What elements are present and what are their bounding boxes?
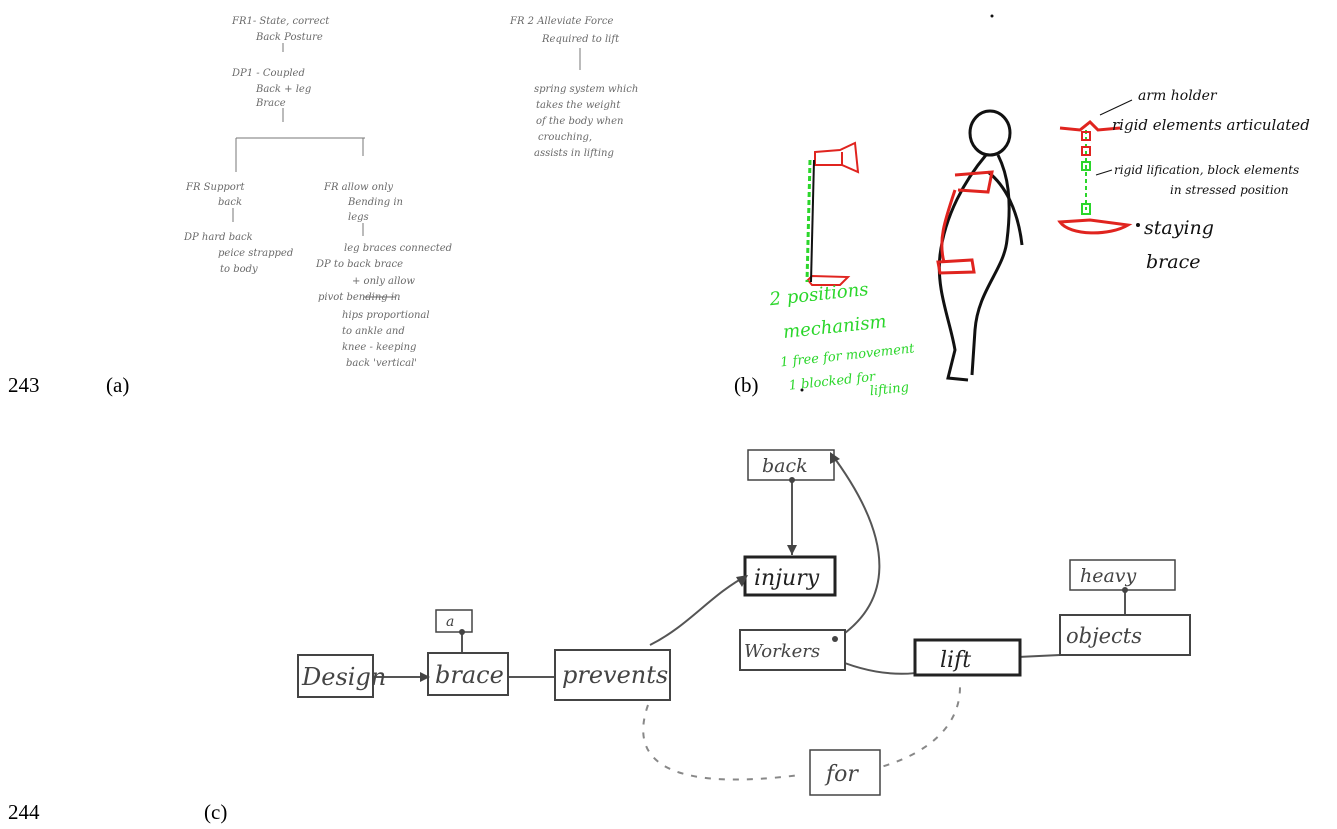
left-arm-holder-drawing (806, 141, 860, 286)
node-objects: objects (1066, 624, 1142, 648)
fr-b-line-2: Bending in (347, 197, 403, 208)
right-brace-drawing (1057, 99, 1140, 235)
dp-a-line-1: DP hard back (183, 232, 253, 243)
node-workers: Workers (744, 641, 820, 662)
caption-a: (a) (106, 373, 130, 397)
green-note-3: 1 free for movement (780, 341, 916, 370)
line-number-244: 244 (8, 800, 40, 824)
node-design: Design (301, 663, 386, 691)
dp-b-line-5: hips proportional (342, 310, 430, 321)
note-staying: staying (1144, 217, 1214, 239)
node-a: a (446, 614, 454, 630)
node-heavy: heavy (1080, 565, 1137, 587)
caption-c: (c) (204, 800, 228, 824)
panel-b-sketch: arm holder rigid elements articulated ri… (768, 14, 1310, 399)
dp-b-line-3: + only allow (352, 276, 415, 287)
dp-b-line-2: DP to back brace (315, 259, 403, 270)
dp1-line-1: DP1 - Coupled (231, 68, 305, 79)
dp2-line-4: crouching, (538, 132, 592, 143)
node-brace: brace (435, 661, 504, 689)
green-note-5: lifting (869, 380, 910, 399)
fr1-line-2: Back Posture (255, 32, 323, 43)
dp-b-line-6: to ankle and (342, 326, 405, 337)
dp2-line-3: of the body when (536, 116, 623, 127)
torso-brace-drawing (936, 170, 994, 275)
green-note-2: mechanism (782, 311, 887, 343)
fr-b-line-1: FR allow only (323, 182, 393, 193)
dp2-line-5: assists in lifting (534, 148, 614, 159)
node-back: back (762, 455, 808, 477)
node-for: for (824, 762, 859, 787)
node-lift: lift (940, 648, 971, 673)
dp2-line-1: spring system which (534, 84, 638, 95)
fr-b-line-3: legs (348, 212, 369, 223)
fr2-line-2: Required to lift (541, 34, 620, 45)
dp2-line-2: takes the weight (536, 100, 621, 111)
panel-a-sketch: FR1- State, correct Back Posture DP1 - C… (183, 16, 638, 369)
dp-b-line-4: pivot bending in (318, 292, 401, 303)
green-note-1: 2 positions (768, 279, 870, 310)
note-brace: brace (1146, 251, 1200, 273)
fr-a-line-1: FR Support (185, 182, 246, 193)
note-arm-holder: arm holder (1138, 88, 1218, 104)
dp-b-line-1: leg braces connected (344, 243, 452, 254)
node-injury: injury (754, 566, 820, 591)
fr1-line-1: FR1- State, correct (231, 16, 330, 27)
dp-b-line-8: back 'vertical' (346, 358, 417, 369)
dp-a-line-3: to body (220, 264, 258, 275)
line-number-243: 243 (8, 373, 40, 397)
note-rigid-rod-1: rigid lification, block elements (1114, 163, 1299, 177)
node-prevents: prevents (562, 661, 668, 689)
dp1-line-2: Back + leg (255, 84, 311, 95)
fr-a-line-2: back (218, 197, 242, 208)
fr2-line-1: FR 2 Alleviate Force (509, 16, 613, 27)
note-rigid-elements: rigid elements articulated (1112, 116, 1310, 134)
human-figure-drawing (937, 109, 1024, 382)
dp-a-line-2: peice strapped (218, 248, 293, 259)
dp1-line-3: Brace (255, 98, 286, 109)
caption-b: (b) (734, 373, 759, 397)
panel-c-concept-map: Design brace a prevents injury back Work… (297, 449, 1191, 796)
dp-b-line-7: knee - keeping (342, 342, 416, 353)
note-rigid-rod-2: in stressed position (1170, 183, 1289, 197)
